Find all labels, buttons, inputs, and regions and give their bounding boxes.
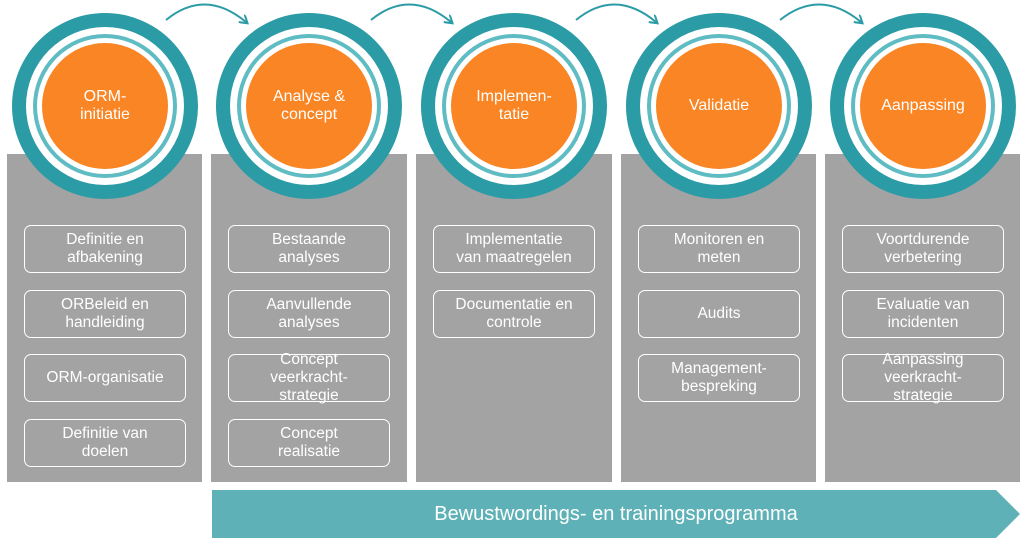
phase-column-4 xyxy=(621,154,816,482)
step-box: Documentatie en controle xyxy=(433,290,595,338)
phase-title: Validatie xyxy=(656,43,782,169)
step-box: ORBeleid en handleiding xyxy=(24,290,186,338)
step-box: Concept realisatie xyxy=(228,419,390,467)
banner-label: Bewustwordings- en trainingsprogramma xyxy=(434,502,798,525)
step-box: Management- bespreking xyxy=(638,354,800,402)
step-box: Bestaande analyses xyxy=(228,225,390,273)
step-box: Aanpassing veerkracht- strategie xyxy=(842,351,1004,404)
phase-column-1 xyxy=(7,154,202,482)
phase-title: ORM- initiatie xyxy=(42,43,168,169)
phase-circle-1: ORM- initiatie xyxy=(12,13,198,199)
arrow-2-3 xyxy=(370,3,451,22)
step-box: Concept veerkracht- strategie xyxy=(228,351,390,404)
step-box: Aanvullende analyses xyxy=(228,290,390,338)
phase-column-2 xyxy=(211,154,407,482)
phase-title: Aanpassing xyxy=(860,43,986,169)
phase-title: Analyse & concept xyxy=(246,43,372,169)
step-box: Definitie en afbakening xyxy=(24,225,186,273)
phase-column-5 xyxy=(825,154,1020,482)
step-box: Monitoren en meten xyxy=(638,225,800,273)
phase-title: Implemen- tatie xyxy=(451,43,577,169)
banner-arrow xyxy=(212,490,1020,538)
arrow-3-4 xyxy=(575,3,656,22)
phase-column-3 xyxy=(416,154,612,482)
arrow-4-5 xyxy=(779,3,861,22)
phase-circle-2: Analyse & concept xyxy=(216,13,402,199)
phase-circle-4: Validatie xyxy=(626,13,812,199)
step-box: Audits xyxy=(638,290,800,338)
step-box: Evaluatie van incidenten xyxy=(842,290,1004,338)
step-box: ORM-organisatie xyxy=(24,354,186,402)
step-box: Voortdurende verbetering xyxy=(842,225,1004,273)
arrow-1-2 xyxy=(165,3,246,22)
phase-circle-5: Aanpassing xyxy=(830,13,1016,199)
step-box: Definitie van doelen xyxy=(24,419,186,467)
phase-circle-3: Implemen- tatie xyxy=(421,13,607,199)
step-box: Implementatie van maatregelen xyxy=(433,225,595,273)
